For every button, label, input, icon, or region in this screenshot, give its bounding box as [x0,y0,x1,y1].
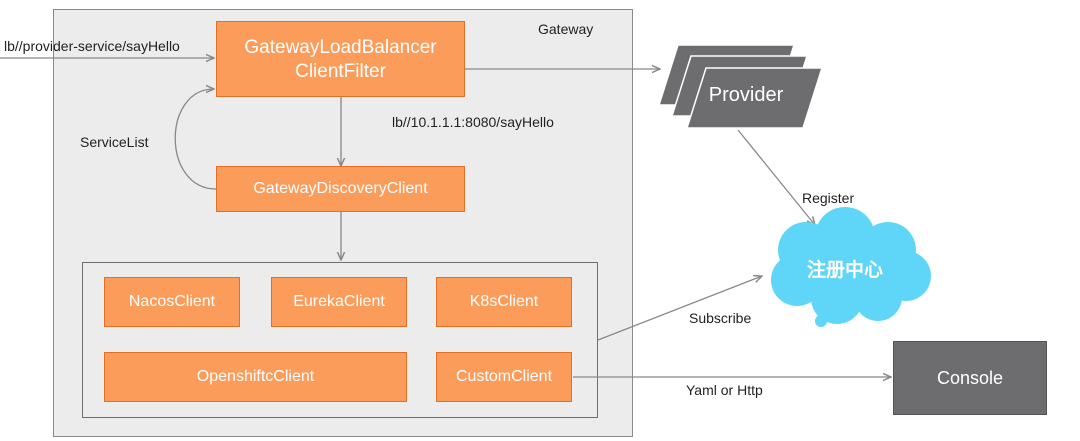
yaml-http-label: Yaml or Http [686,382,763,398]
console-label: Console [936,367,1004,388]
gateway-loadbalancer-client-filter: GatewayLoadBalancer ClientFilter [216,21,465,97]
register-label: Register [802,190,855,206]
subscribe-arrow [597,276,762,341]
custom-client-label: CustomClient [455,368,553,386]
k8s-client-label: K8sClient [469,293,539,311]
filter-label-line2: ClientFilter [295,61,386,82]
gateway-title: Gateway [538,21,594,37]
provider-label: Provider [708,84,784,106]
request-path-label: lb//provider-service/sayHello [4,38,180,54]
filter-label-line1: GatewayLoadBalancer [244,37,437,59]
eureka-client: EurekaClient [271,277,407,327]
provider-shape-front [685,67,824,129]
custom-client: CustomClient [436,352,572,402]
subscribe-label: Subscribe [689,310,752,326]
openshift-client: OpenshiftcClient [104,352,407,402]
k8s-client: K8sClient [436,277,572,327]
openshift-client-label: OpenshiftcClient [196,368,315,386]
console-box: Console [893,341,1047,415]
discovery-client-label: GatewayDiscoveryClient [253,180,428,198]
service-list-label: ServiceList [80,134,149,150]
gateway-discovery-client: GatewayDiscoveryClient [216,166,465,212]
registry-cloud [771,207,931,327]
service-list-loop [174,89,217,190]
resolved-path-label: lb//10.1.1.1:8080/sayHello [392,114,554,130]
registry-label: 注册中心 [806,260,883,281]
register-arrow [737,129,815,225]
nacos-client: NacosClient [104,277,240,327]
nacos-client-label: NacosClient [128,293,216,311]
eureka-client-label: EurekaClient [293,293,385,311]
